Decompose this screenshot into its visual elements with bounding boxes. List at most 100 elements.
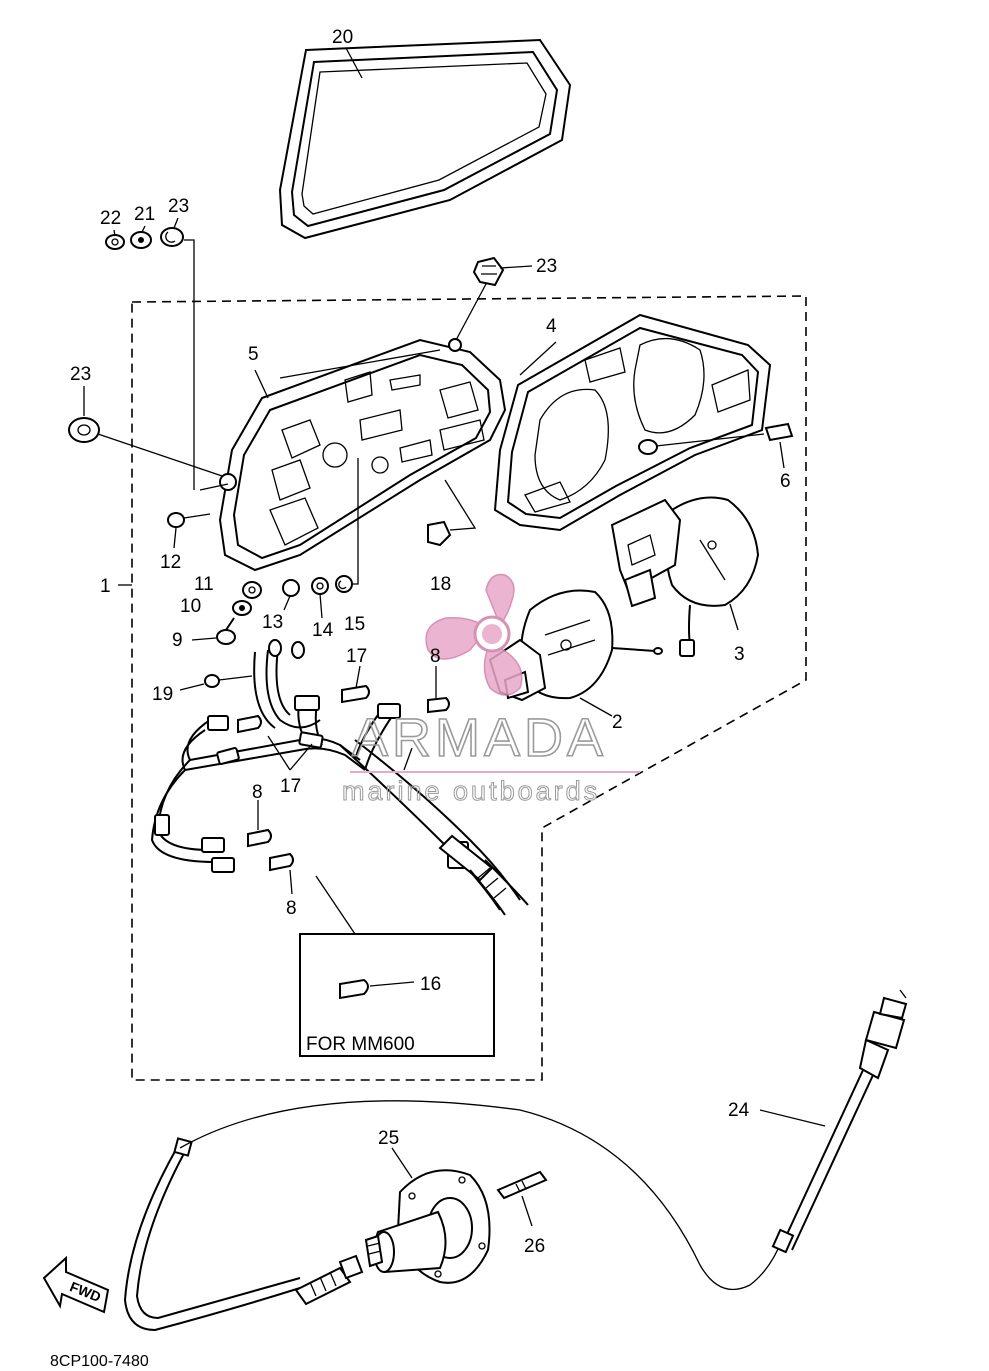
callout-13: 13	[262, 612, 283, 633]
part-11-nut	[242, 581, 262, 599]
inset-label: FOR MM600	[306, 1034, 415, 1055]
propeller-logo-icon	[425, 573, 523, 696]
part-12-screw	[167, 512, 211, 528]
part-23-grommet-left	[68, 417, 100, 443]
callout-23-top: 23	[168, 196, 189, 217]
callout-20: 20	[332, 27, 353, 48]
callout-9: 9	[172, 630, 183, 651]
callout-11: 11	[194, 574, 214, 595]
part-5-meter-case	[218, 338, 507, 572]
leader-part-16	[369, 981, 415, 987]
watermark-tagline: marine outboards	[342, 776, 600, 806]
leader-part-24	[759, 1109, 826, 1127]
leader-part-18	[444, 479, 477, 531]
part-6-screw	[638, 422, 794, 455]
inset-box	[299, 933, 495, 1057]
leader-23-vertical	[184, 239, 195, 490]
callout-10: 10	[180, 596, 201, 617]
leader-23-right-down	[454, 283, 487, 343]
leader-part-22	[113, 229, 116, 237]
callout-8-upper: 8	[430, 646, 441, 667]
leader-part-19	[179, 683, 205, 691]
part-9-screw	[216, 617, 236, 645]
leader-part-20	[345, 47, 363, 79]
callout-14: 14	[312, 620, 334, 641]
callout-2: 2	[612, 712, 623, 733]
part-4-meter-cover	[493, 313, 772, 532]
callout-21: 21	[134, 204, 155, 225]
leader-6-down	[779, 441, 785, 469]
part-8-bulb-low	[269, 852, 294, 872]
leader-17-upper	[355, 665, 361, 689]
callout-22: 22	[100, 208, 121, 229]
leader-17-right	[403, 747, 413, 771]
watermark-brand: ARMADA	[352, 708, 607, 768]
part-19-screw	[204, 674, 253, 688]
part-8-bulb-upper	[427, 696, 450, 714]
leader-17-lower	[267, 735, 291, 771]
leader-part-15	[352, 458, 359, 585]
leader-part-26	[521, 1195, 533, 1227]
leader-part-2	[579, 697, 613, 717]
inset-leader	[315, 875, 356, 935]
leader-part-25	[391, 1147, 413, 1179]
part-24-speedometer-cable	[123, 989, 908, 1332]
callout-26: 26	[524, 1236, 545, 1257]
part-13-nut	[282, 579, 300, 597]
callout-5: 5	[248, 344, 259, 365]
callout-8-mid: 8	[252, 782, 263, 803]
callout-12: 12	[160, 552, 181, 573]
callout-1: 1	[100, 576, 111, 597]
callout-6: 6	[780, 471, 791, 492]
part-22-nut	[105, 234, 125, 250]
leader-part-12	[173, 527, 177, 549]
leader-17-lower-b	[289, 743, 313, 771]
callout-24: 24	[728, 1100, 750, 1121]
callout-15: 15	[344, 614, 365, 635]
part-26-pin	[496, 1170, 548, 1200]
leader-23-right	[499, 265, 533, 269]
part-23-grommet-right	[472, 256, 505, 287]
part-20-lens-gasket	[278, 38, 572, 240]
callout-23-left: 23	[70, 364, 91, 385]
leader-part-13	[283, 595, 291, 611]
part-15-grommet	[335, 575, 353, 593]
part-16-bulb	[339, 978, 369, 1000]
callout-4: 4	[546, 316, 557, 337]
screw-small-left	[199, 483, 229, 491]
leader-part-21	[141, 225, 146, 233]
wire-harness	[150, 639, 529, 916]
leader-part-4	[519, 341, 557, 376]
leader-part-6	[655, 433, 765, 447]
part-18-grommet	[427, 520, 452, 547]
callout-19: 19	[152, 684, 173, 705]
part-14-washer	[311, 577, 329, 595]
part-8-bulb-mid	[247, 828, 272, 848]
leader-part-14	[319, 593, 323, 619]
leader-8-low	[289, 869, 293, 895]
callout-23-right: 23	[536, 256, 557, 277]
leader-23-left	[97, 433, 229, 479]
part-3-tachometer	[610, 496, 760, 657]
callout-3: 3	[734, 644, 745, 665]
callout-17-lower: 17	[280, 776, 301, 797]
callout-17-upper: 17	[346, 646, 367, 667]
part-25-drive-gear	[364, 1169, 491, 1284]
callout-8-low: 8	[286, 898, 297, 919]
leader-part-5	[254, 369, 269, 399]
part-21-washer	[130, 231, 152, 249]
callout-25: 25	[378, 1128, 399, 1149]
leader-part-9	[191, 637, 217, 641]
watermark: ARMADA marine outboards	[342, 573, 640, 807]
diagram-code: 8CP100-7480	[50, 1353, 149, 1370]
part-23-grommet-top	[160, 227, 184, 247]
callout-18: 18	[430, 574, 451, 595]
part-17-bulb-upper	[341, 684, 370, 704]
callout-16: 16	[420, 974, 441, 995]
leader-part-3	[729, 603, 739, 631]
fwd-arrow-icon: FWD	[42, 1255, 110, 1314]
part-10-washer	[232, 600, 252, 616]
part-bulb-left	[237, 714, 262, 734]
